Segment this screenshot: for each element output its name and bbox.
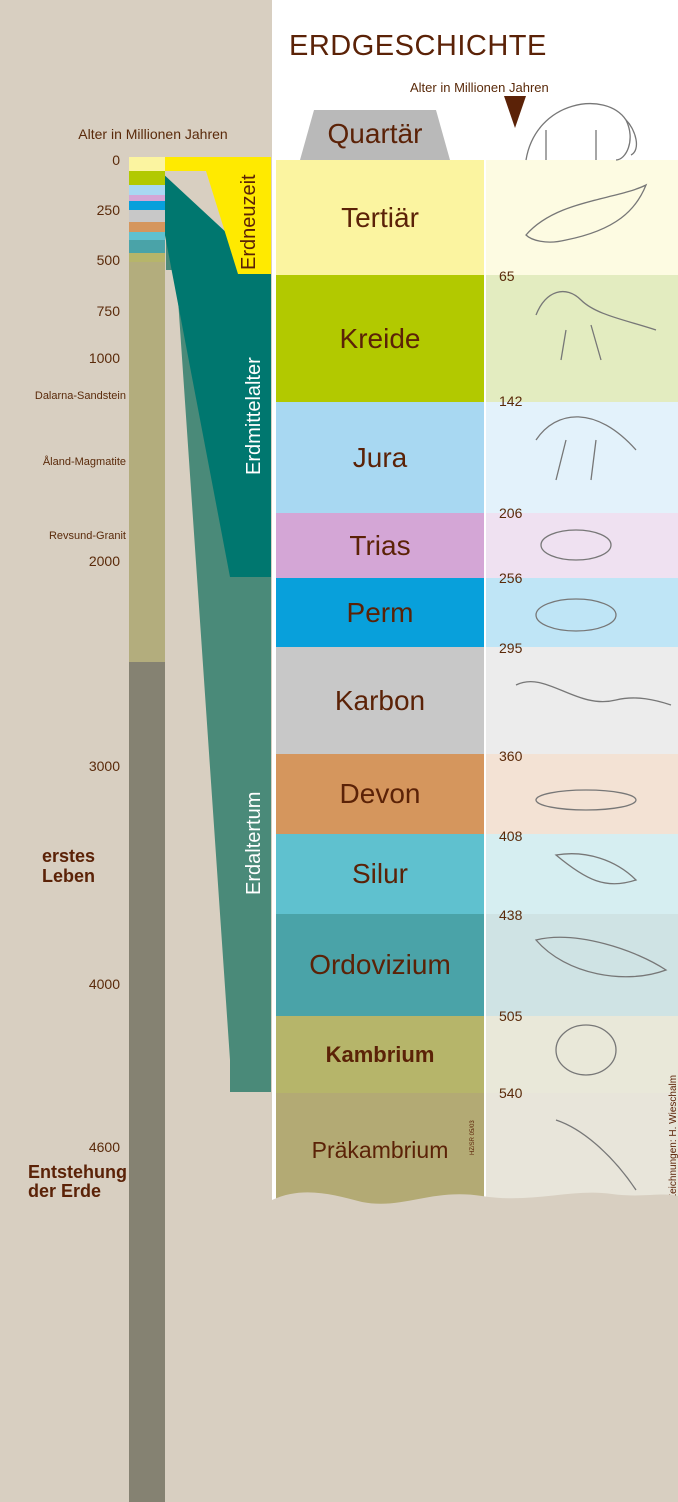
- period-karbon: Karbon: [276, 647, 484, 754]
- torn-edge: [272, 1178, 678, 1208]
- nautilus-icon: [536, 937, 666, 976]
- period-ordovizium: Ordovizium: [276, 914, 484, 1016]
- period-kambrium: Kambrium: [276, 1016, 484, 1093]
- era-mesozoic: Erdmittelalter: [243, 357, 266, 475]
- period-kreide: Kreide: [276, 275, 484, 402]
- era-neozoic: Erdneuzeit: [238, 174, 261, 270]
- bird-icon: [536, 417, 636, 480]
- age-206: 206: [499, 505, 522, 521]
- print-code: HZ/SR 05/03: [470, 1120, 476, 1155]
- trilobite-icon: [556, 1025, 616, 1075]
- age-65: 65: [499, 268, 515, 284]
- dinosaur-icon: [536, 292, 656, 360]
- whale-icon: [526, 185, 646, 242]
- tick-4600: 4600: [0, 1139, 120, 1155]
- arthropod-icon: [536, 790, 636, 810]
- period-devon: Devon: [276, 754, 484, 834]
- tick-4000: 4000: [0, 976, 120, 992]
- era-paleozoic: Erdaltertum: [243, 792, 266, 895]
- amphibian-icon: [516, 682, 671, 705]
- period-quartaer: Quartär: [300, 118, 450, 150]
- tick-2000: 2000: [0, 553, 120, 569]
- age-540: 540: [499, 1085, 522, 1101]
- tick-3000: 3000: [0, 758, 120, 774]
- scale-caption: Alter in Millionen Jahren: [63, 126, 243, 142]
- age-408: 408: [499, 828, 522, 844]
- reptile-icon: [536, 599, 616, 631]
- tick-1000: 1000: [0, 350, 120, 366]
- rodent-icon: [541, 530, 611, 560]
- rock-revsund: Revsund-Granit: [0, 530, 126, 542]
- rock-dalarna: Dalarna-Sandstein: [0, 390, 126, 402]
- age-256: 256: [499, 570, 522, 586]
- age-505: 505: [499, 1008, 522, 1024]
- age-295: 295: [499, 640, 522, 656]
- mammoth-icon: [526, 104, 636, 160]
- timeline-bar: [129, 157, 165, 1453]
- fish-icon: [556, 854, 636, 884]
- page-title: ERDGESCHICHTE: [289, 30, 547, 63]
- period-jura: Jura: [276, 402, 484, 513]
- tick-250: 250: [0, 202, 120, 218]
- period-silur: Silur: [276, 834, 484, 914]
- period-trias: Trias: [276, 513, 484, 578]
- tick-500: 500: [0, 252, 120, 268]
- age-142: 142: [499, 393, 522, 409]
- tick-750: 750: [0, 303, 120, 319]
- period-perm: Perm: [276, 578, 484, 647]
- age-438: 438: [499, 907, 522, 923]
- rock-aland: Åland-Magmatite: [0, 456, 126, 468]
- creature-sketches: [486, 60, 678, 1208]
- age-360: 360: [499, 748, 522, 764]
- period-tertiaer: Tertiär: [276, 160, 484, 275]
- tick-0: 0: [0, 152, 120, 168]
